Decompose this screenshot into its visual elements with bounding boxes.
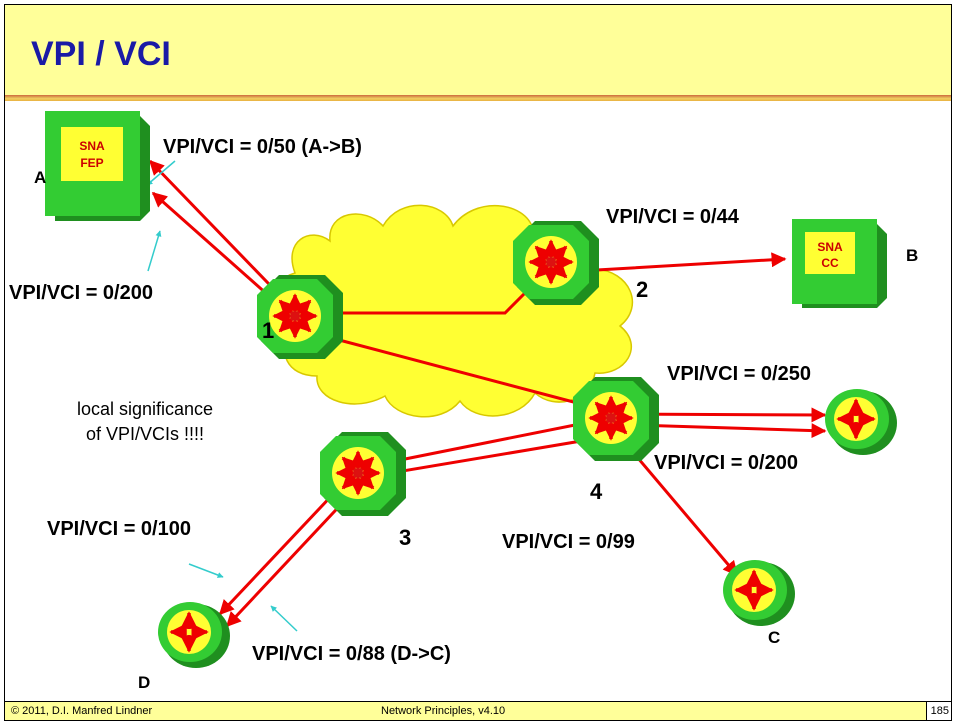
slide-title: VPI / VCI <box>31 35 171 73</box>
vc-label-250: VPI/VCI = 0/250 <box>667 363 811 385</box>
node-label-a: A <box>34 168 46 187</box>
title-divider <box>5 95 951 101</box>
sna-cc-text-2: CC <box>821 256 839 270</box>
note-line-1: local significance <box>77 399 213 419</box>
vc-label-a-b: VPI/VCI = 0/50 (A->B) <box>163 136 362 158</box>
sna-fep-device: SNA FEP <box>45 111 150 221</box>
footer-copyright: © 2011, D.I. Manfred Lindner <box>11 705 153 717</box>
switch-number-1: 1 <box>262 318 274 343</box>
vc-label-100: VPI/VCI = 0/100 <box>47 518 191 540</box>
switch-number-4: 4 <box>590 479 603 504</box>
label-pointers <box>146 160 298 632</box>
note-line-2: of VPI/VCIs !!!! <box>86 424 204 444</box>
sna-fep-text-1: SNA <box>79 139 105 153</box>
switch-number-3: 3 <box>399 525 411 550</box>
atm-switch-4 <box>573 377 659 461</box>
switch-number-2: 2 <box>636 277 648 302</box>
atm-switch-1 <box>257 275 343 359</box>
footer-course: Network Principles, v4.10 <box>381 705 506 717</box>
router-icon-d <box>158 602 230 668</box>
vc-label-4-200: VPI/VCI = 0/200 <box>654 452 798 474</box>
vc-label-99: VPI/VCI = 0/99 <box>502 531 635 553</box>
node-label-c: C <box>768 628 780 647</box>
vc-label-a-200: VPI/VCI = 0/200 <box>9 282 153 304</box>
slide: VPI / VCI <box>4 4 952 721</box>
vc-label-d-c: VPI/VCI = 0/88 (D->C) <box>252 643 451 665</box>
footer: © 2011, D.I. Manfred Lindner Network Pri… <box>5 701 951 720</box>
title-bar: VPI / VCI <box>5 5 951 95</box>
atm-diagram: SNA FEP SNA CC A B C D 1 2 3 4 VPI/VCI <box>9 111 918 692</box>
sna-fep-text-2: FEP <box>80 156 103 170</box>
router-icon-right <box>825 389 897 455</box>
vc-label-44: VPI/VCI = 0/44 <box>606 206 740 228</box>
atm-switch-3 <box>320 432 406 516</box>
page-number: 185 <box>925 702 951 720</box>
sna-cc-device: SNA CC <box>792 219 887 308</box>
router-icon-c <box>723 560 795 626</box>
atm-switch-2 <box>513 221 599 305</box>
node-label-d: D <box>138 673 150 692</box>
node-label-b: B <box>906 246 918 265</box>
sna-cc-text-1: SNA <box>817 240 843 254</box>
